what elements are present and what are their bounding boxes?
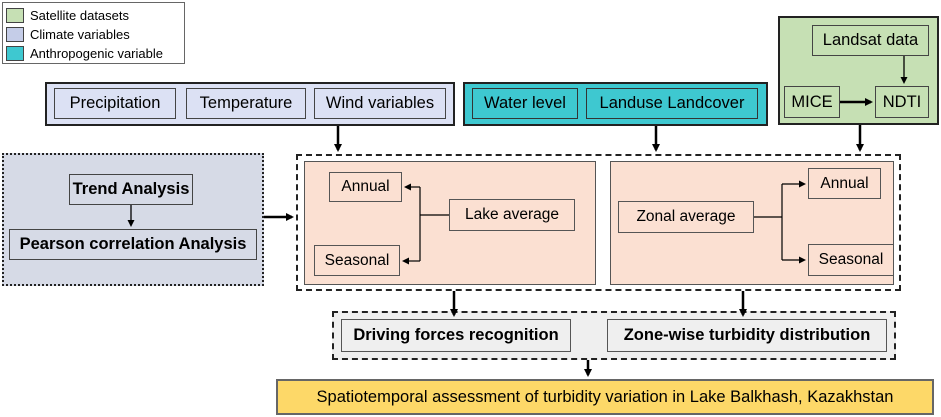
legend-label: Climate variables (30, 26, 130, 42)
temperature-box: Temperature (186, 88, 306, 119)
legend: Satellite datasets Climate variables Ant… (2, 2, 185, 64)
legend-label: Anthropogenic variable (30, 45, 163, 61)
pearson-correlation-box: Pearson correlation Analysis (9, 229, 257, 260)
ndti-box: NDTI (875, 86, 929, 118)
wind-variables-box: Wind variables (314, 88, 446, 119)
legend-item-satellite: Satellite datasets (6, 6, 129, 24)
precipitation-box: Precipitation (54, 88, 176, 119)
lake-seasonal-box: Seasonal (314, 245, 400, 276)
legend-swatch-satellite (6, 7, 24, 23)
lake-annual-box: Annual (329, 172, 402, 202)
driving-forces-box: Driving forces recognition (341, 319, 571, 352)
legend-swatch-climate (6, 26, 24, 42)
landuse-landcover-box: Landuse Landcover (586, 88, 758, 119)
legend-item-anthropogenic: Anthropogenic variable (6, 44, 163, 62)
final-assessment-box: Spatiotemporal assessment of turbidity v… (276, 379, 934, 415)
zone-wise-turbidity-box: Zone-wise turbidity distribution (607, 319, 887, 352)
zonal-seasonal-box: Seasonal (808, 244, 894, 276)
zonal-annual-box: Annual (808, 168, 881, 199)
legend-item-climate: Climate variables (6, 25, 130, 43)
zonal-average-box: Zonal average (618, 201, 754, 233)
lake-average-box: Lake average (449, 199, 575, 231)
landsat-data-box: Landsat data (812, 25, 929, 56)
legend-swatch-anthropogenic (6, 45, 24, 61)
legend-label: Satellite datasets (30, 7, 130, 23)
mice-box: MICE (784, 86, 840, 118)
water-level-box: Water level (472, 88, 578, 119)
trend-analysis-box: Trend Analysis (69, 174, 193, 205)
